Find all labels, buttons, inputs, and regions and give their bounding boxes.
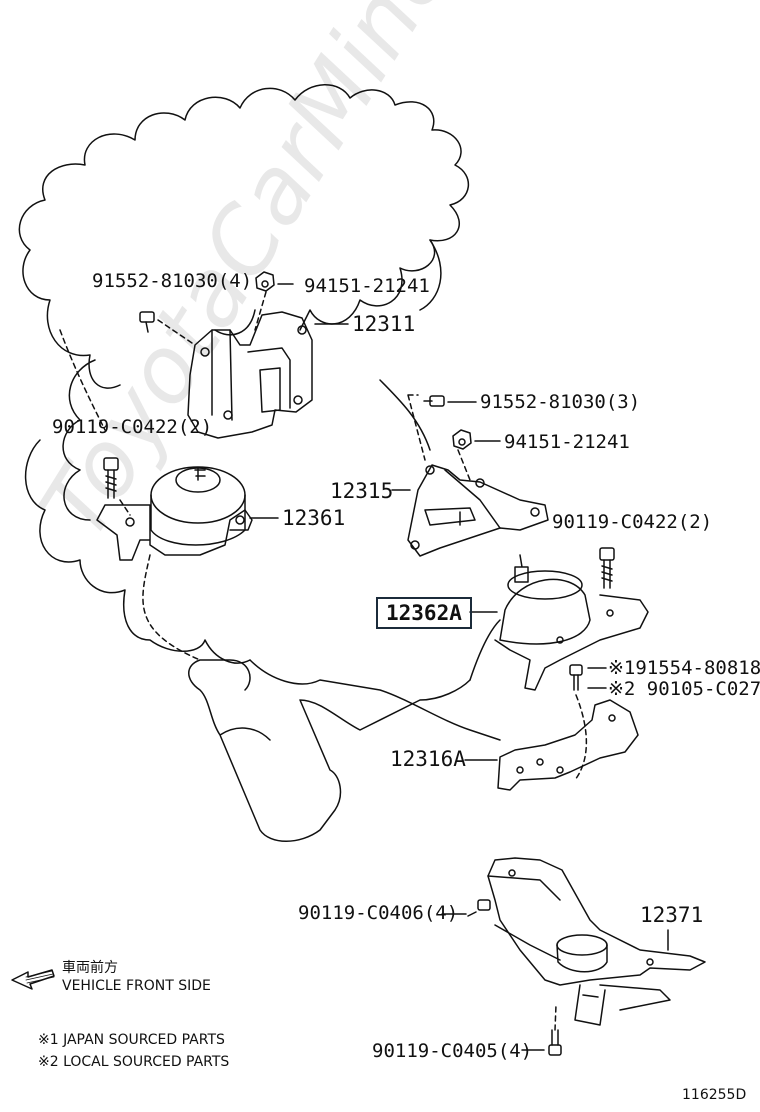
engine-right-outline — [379, 239, 501, 681]
label-91552-81030-4: 91552-81030(4) — [92, 270, 253, 292]
bracket-12311-shape — [187, 311, 313, 439]
bolt-90119-b-shape — [599, 547, 615, 589]
label-91552-81030-3: 91552-81030(3) — [480, 391, 641, 413]
label-12315: 12315 — [330, 479, 394, 503]
bolt-91554-shape — [569, 664, 583, 691]
label-90119-c0422-a: 90119-C0422(2) — [52, 416, 213, 438]
note-local-sourced: ※2 LOCAL SOURCED PARTS — [38, 1054, 230, 1070]
bolt-91552-b-shape — [423, 395, 445, 407]
bolt-90119-d-shape — [548, 1029, 562, 1056]
bolt-91552-a-shape — [139, 311, 155, 333]
label-90119-c0406: 90119-C0406(4) — [298, 902, 459, 924]
bolt-90119-a-shape — [103, 457, 119, 499]
mount-12371-shape — [487, 857, 706, 1026]
label-90119-c0422-b: 90119-C0422(2) — [552, 511, 713, 533]
transmission-outline — [188, 659, 501, 842]
nut-94151-b-shape — [452, 429, 472, 450]
note-japan-sourced: ※1 JAPAN SOURCED PARTS — [38, 1032, 225, 1048]
front-arrow-icon — [11, 969, 55, 990]
front-label-jp: 車両前方 — [62, 960, 118, 976]
bolt-90119-c-shape — [467, 899, 491, 917]
label-90119-c0405: 90119-C0405(4) — [372, 1040, 533, 1062]
label-94151-21241-b: 94151-21241 — [504, 431, 630, 453]
label-94151-21241-a: 94151-21241 — [304, 275, 430, 297]
bracket-12315-shape — [407, 464, 549, 557]
label-90105-c0277: ※2 90105-C0277 — [608, 678, 760, 700]
diagram-id: 116255D — [682, 1087, 747, 1103]
label-12371: 12371 — [640, 903, 704, 927]
label-91554-80818: ※191554-80818 — [608, 657, 760, 679]
label-12361: 12361 — [282, 506, 346, 530]
mount-12362a-shape — [469, 554, 649, 691]
engine-outline — [18, 84, 470, 664]
front-label-en: VEHICLE FRONT SIDE — [62, 978, 211, 994]
label-12362a-highlighted: 12362A — [376, 597, 472, 629]
mount-12361-shape — [96, 466, 253, 561]
label-12311: 12311 — [352, 312, 416, 336]
bracket-12316a-shape — [464, 699, 639, 791]
nut-94151-a-shape — [255, 271, 275, 292]
label-12316a: 12316A — [390, 747, 466, 771]
